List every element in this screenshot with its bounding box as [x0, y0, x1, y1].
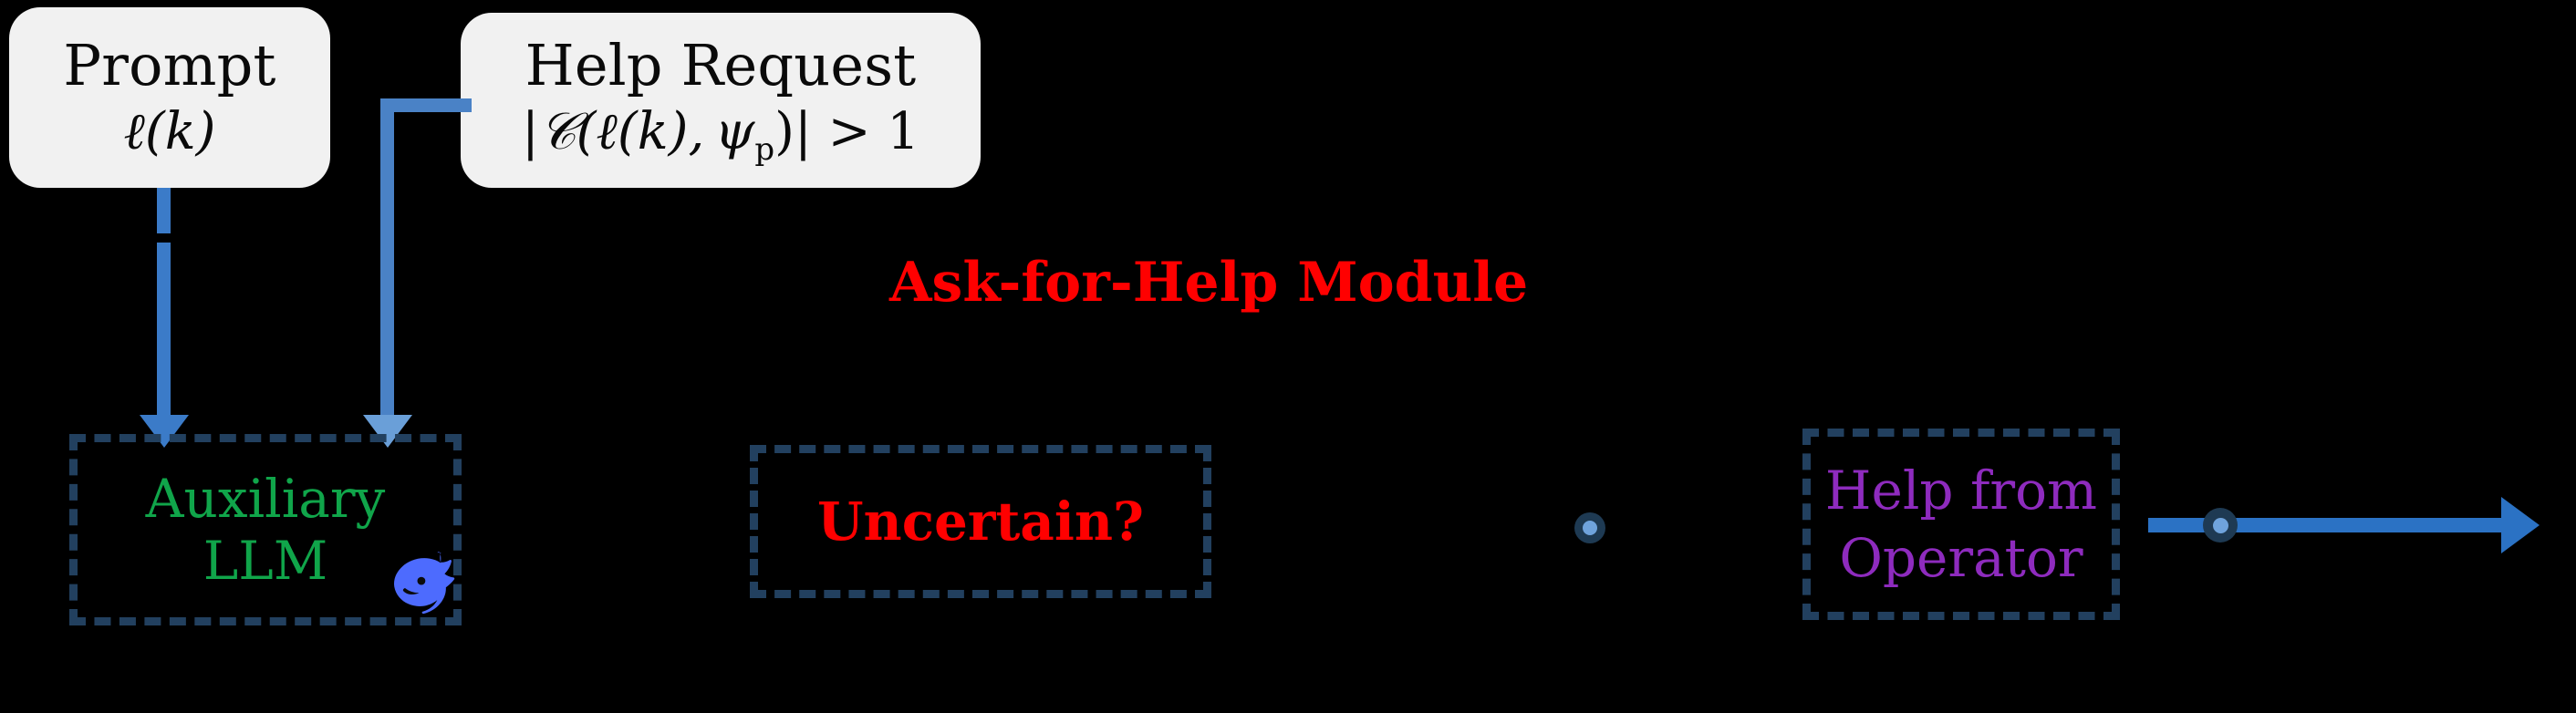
- help-request-formula-sub: p: [754, 131, 775, 169]
- help-from-operator-label-line2: Operator: [1839, 527, 2083, 589]
- prompt-formula: ℓ(k): [123, 102, 216, 162]
- flow-node-marker-middle[interactable]: [1574, 512, 1605, 543]
- flow-node-marker-output[interactable]: [2203, 508, 2238, 542]
- prompt-title: Prompt: [63, 31, 276, 98]
- help-request-card: Help Request |𝒞(ℓ(k), ψp)| > 1: [461, 13, 981, 188]
- prompt-connector-arrowhead: [140, 415, 189, 448]
- help-request-connector-horizontal: [380, 98, 472, 112]
- help-request-connector-vertical: [380, 98, 394, 419]
- operator-output-arrowhead: [2501, 497, 2540, 553]
- uncertain-label: Uncertain?: [816, 491, 1145, 553]
- prompt-connector-segment-main: [157, 243, 171, 419]
- help-request-formula-prefix: |𝒞(ℓ(k), ψ: [521, 102, 755, 162]
- help-request-formula-suffix: )| > 1: [774, 102, 920, 162]
- help-request-title: Help Request: [525, 31, 917, 98]
- auxiliary-llm-box[interactable]: Auxiliary LLM: [69, 434, 462, 625]
- deepseek-whale-icon: [376, 545, 463, 622]
- prompt-card: Prompt ℓ(k): [9, 7, 330, 188]
- help-from-operator-label-line1: Help from: [1824, 459, 2098, 522]
- auxiliary-llm-label: Auxiliary LLM: [145, 468, 386, 592]
- help-request-formula: |𝒞(ℓ(k), ψp)| > 1: [521, 102, 920, 169]
- prompt-connector-segment-top: [157, 188, 171, 233]
- uncertain-box[interactable]: Uncertain?: [750, 445, 1211, 598]
- operator-output-line: [2148, 518, 2504, 532]
- module-title: Ask-for-Help Module: [889, 251, 1529, 315]
- help-request-connector-arrowhead: [363, 415, 412, 448]
- help-from-operator-box[interactable]: Help from Operator: [1802, 429, 2120, 620]
